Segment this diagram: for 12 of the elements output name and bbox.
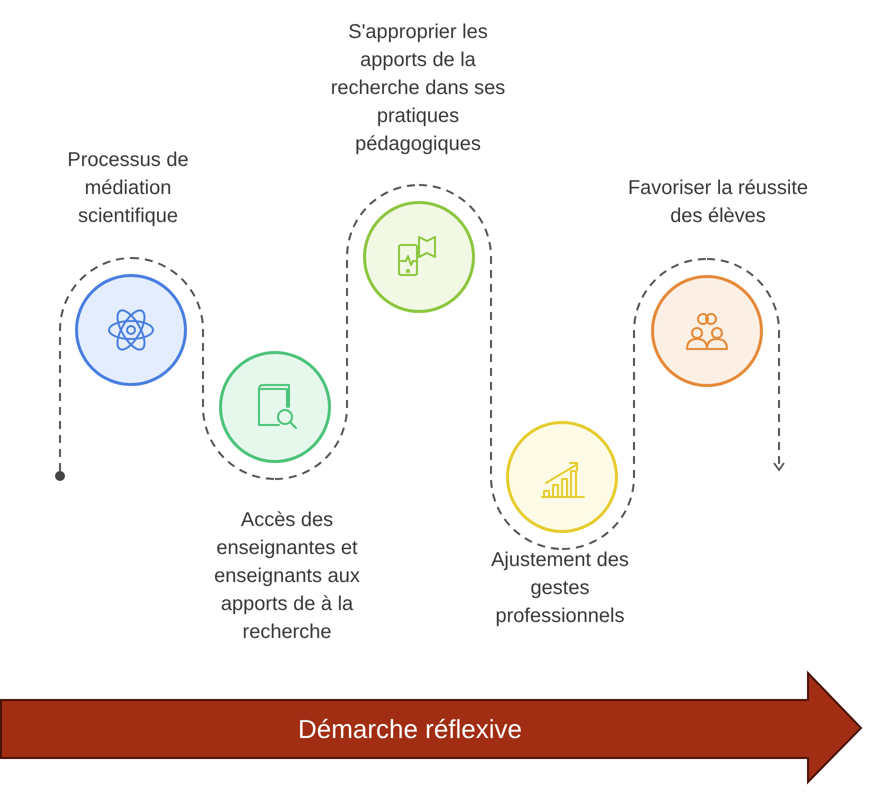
step-label: Accès des enseignantes et enseignants aux apports de à la recherche <box>213 508 361 645</box>
step-label: Favoriser la réussite des élèves <box>626 176 810 229</box>
dashed-path <box>59 257 132 471</box>
step-label: Ajustement des gestes professionnels <box>490 548 630 629</box>
step-label: Processus de médiation scientifique <box>66 148 190 229</box>
dashed-path <box>562 258 708 550</box>
dashed-path <box>130 257 276 480</box>
step-label: S'approprier les apports de la recherche dans ses pratiques pédagogiques <box>330 20 506 157</box>
start-dot <box>55 471 65 481</box>
banner-arrow <box>0 672 864 784</box>
banner-text: Démarche réflexive <box>297 713 523 746</box>
dashed-arrow <box>706 258 785 471</box>
